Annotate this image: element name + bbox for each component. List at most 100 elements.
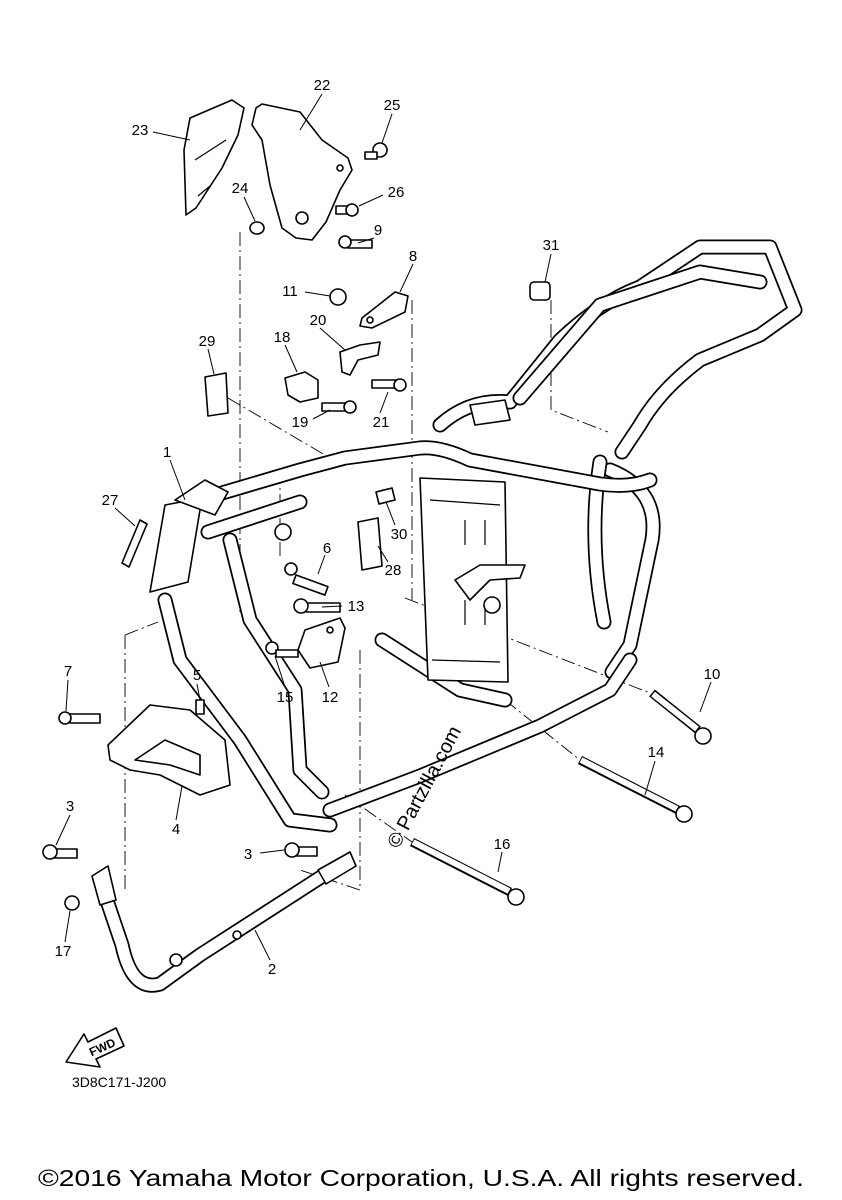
- leader-lines: [55, 93, 712, 961]
- pin-5: [195, 699, 205, 715]
- main-frame: [149, 239, 803, 833]
- bolt-14-head: [675, 805, 693, 823]
- callout-27: 27: [102, 492, 119, 509]
- diagram-code: 3D8C171-J200: [72, 1074, 166, 1090]
- bolt-3-left-shaft: [54, 848, 78, 859]
- bolt-6-shaft: [292, 574, 329, 596]
- cross-tube-front-inner: [202, 496, 306, 538]
- callout-12: 12: [322, 689, 339, 706]
- bolt-9: [338, 235, 352, 249]
- leader-10: [699, 681, 712, 713]
- callout-11: 11: [282, 283, 298, 300]
- callout-2: 2: [268, 961, 276, 978]
- callout-10: 10: [704, 666, 721, 683]
- lower-frame-tube-boss-2: [232, 930, 242, 940]
- callout-3-right: 3: [244, 846, 252, 863]
- leader-12: [319, 661, 330, 688]
- nut-11: [329, 288, 347, 306]
- callout-21: 21: [373, 414, 390, 431]
- bolt-10-head: [694, 727, 712, 745]
- callouts: 1 2 3 3 4 5 6 7 8 9 10 11 12 13 14 15 16…: [55, 77, 721, 978]
- leader-18: [284, 344, 298, 373]
- callout-7: 7: [64, 663, 72, 680]
- leader-2: [254, 929, 271, 961]
- callout-23: 23: [132, 122, 149, 139]
- callout-5: 5: [193, 667, 201, 684]
- leader-31: [544, 253, 552, 283]
- pad-30: [375, 487, 396, 505]
- leader-3-left: [55, 814, 71, 846]
- leader-15: [274, 655, 286, 688]
- callout-26: 26: [388, 184, 405, 201]
- label-28: [357, 517, 383, 571]
- leader-7: [65, 679, 69, 712]
- label-29: [204, 372, 229, 417]
- leader-25: [381, 113, 393, 144]
- bolt-15: [265, 641, 279, 655]
- leader-27: [114, 507, 136, 527]
- leader-8: [399, 263, 414, 293]
- center-plate-slots: [429, 499, 501, 663]
- callout-25: 25: [384, 97, 401, 114]
- callout-6: 6: [323, 540, 331, 557]
- bracket-20: [339, 341, 381, 376]
- bolt-16-shaft-inner: [411, 839, 511, 894]
- bolt-26: [345, 203, 359, 217]
- rear-loop-inner-rail-inner: [514, 266, 766, 404]
- leader-5: [196, 683, 201, 701]
- bolt-25-shaft: [364, 151, 378, 160]
- bolt-21: [393, 378, 407, 392]
- fwd-arrow-shape: [65, 1027, 125, 1068]
- bracket-8: [359, 291, 409, 329]
- leader-29: [207, 348, 215, 375]
- leader-19: [312, 409, 331, 420]
- grommet-24: [249, 221, 265, 235]
- callout-31: 31: [543, 237, 560, 254]
- callout-29: 29: [199, 333, 216, 350]
- cross-tube-lower-inner: [376, 634, 511, 706]
- head-tube: [149, 497, 203, 593]
- callout-14: 14: [648, 744, 665, 761]
- callout-1: 1: [163, 444, 171, 461]
- bolt-7: [58, 711, 72, 725]
- cover-23: [183, 99, 245, 216]
- seat-bracket: [469, 399, 511, 426]
- cover-23-detail: [194, 139, 227, 197]
- bolt-13: [293, 598, 309, 614]
- bolt-13-shaft: [305, 602, 341, 613]
- callout-9: 9: [374, 222, 382, 239]
- callout-13: 13: [348, 598, 365, 615]
- cover-22: [251, 103, 353, 241]
- callout-30: 30: [391, 526, 408, 543]
- leader-4: [175, 785, 183, 821]
- rear-mount-boss: [483, 596, 501, 614]
- long-bolts: [409, 689, 712, 906]
- bolt-14-shaft-inner: [579, 757, 679, 812]
- bolt-3-left: [42, 844, 58, 860]
- leader-23: [152, 131, 191, 141]
- align-line-31: [550, 300, 609, 433]
- hardware: [42, 142, 551, 911]
- bolt-19: [343, 400, 357, 414]
- bracket-18: [284, 371, 319, 403]
- leader-16: [497, 851, 503, 873]
- bolt-15-shaft: [275, 649, 299, 658]
- align-line-29: [227, 397, 331, 459]
- lower-rail-inner: [324, 654, 636, 816]
- leader-1: [169, 459, 186, 501]
- callout-22: 22: [314, 77, 331, 94]
- bolt-3-right: [284, 842, 300, 858]
- callout-3-left: 3: [66, 798, 74, 815]
- leader-28: [377, 545, 389, 563]
- leader-14: [644, 760, 656, 796]
- front-mount-boss: [274, 523, 292, 541]
- head-tube-gusset: [174, 479, 229, 516]
- leader-21: [379, 391, 389, 414]
- lower-frame-tube-boss: [169, 953, 183, 967]
- callout-20: 20: [310, 312, 327, 329]
- copyright-notice: ©2016 Yamaha Motor Corporation, U.S.A. A…: [38, 1165, 804, 1191]
- callout-19: 19: [292, 414, 309, 431]
- fwd-arrow: FWD: [65, 1027, 125, 1068]
- leader-20: [319, 327, 346, 351]
